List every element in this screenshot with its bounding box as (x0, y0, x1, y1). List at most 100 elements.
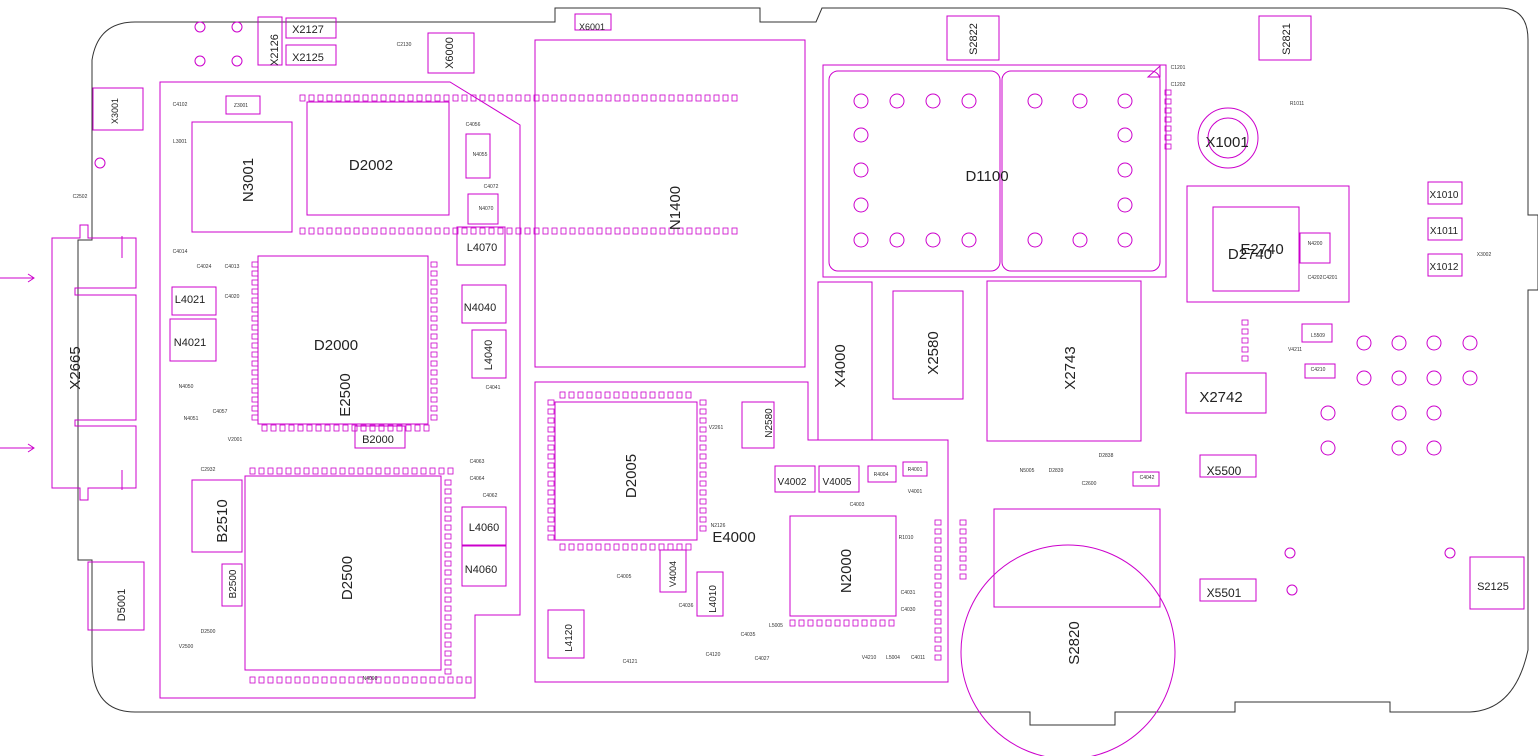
pad-right-d2500 (444, 542, 452, 549)
pad-left-d2000 (251, 324, 259, 331)
round-pad (1391, 370, 1407, 386)
arrow-left-upper (0, 273, 35, 283)
pad-bot-d2002 (560, 227, 567, 235)
pad-bot-d2002 (299, 227, 306, 235)
pad-bot-d2500 (438, 676, 445, 684)
label-v4005: V4005 (823, 477, 852, 488)
component-labels: X2126 X2127 X2125 X6000 X6001 S2822 S282… (67, 22, 1509, 665)
label-b2500: B2500 (228, 569, 239, 598)
label-s2125: S2125 (1477, 581, 1509, 593)
pad-bot-d2500 (339, 676, 346, 684)
outline-s2822 (946, 15, 1000, 61)
pad-right-n2000 (934, 564, 942, 571)
pad-top-d2002 (326, 94, 333, 102)
small-label: C4064 (470, 476, 485, 482)
pad-right-n2000 (934, 546, 942, 553)
small-label: N4200 (1308, 241, 1323, 247)
pad-bot-d2500 (285, 676, 292, 684)
outline-d2005 (554, 401, 698, 541)
pad-bot-d2000 (306, 424, 313, 432)
pad-col-960 (959, 555, 967, 562)
pad-col-1165 (1164, 125, 1172, 132)
pad-top-d2500 (285, 467, 292, 475)
label-d2740: D2740 (1228, 246, 1272, 263)
small-label: C2600 (1082, 481, 1097, 487)
pad-bot-d2002 (668, 227, 675, 235)
pad-top-d2500 (294, 467, 301, 475)
pad-right-d2000 (430, 378, 438, 385)
pad-bot-n2000 (861, 619, 868, 627)
pad-col-2742 (1241, 328, 1249, 335)
label-v4004: V4004 (668, 561, 678, 587)
pad-top-d2002 (344, 94, 351, 102)
label-n4040: N4040 (464, 302, 496, 314)
pad-bot-d2500 (393, 676, 400, 684)
pad-col-2742 (1241, 319, 1249, 326)
label-n4021: N4021 (174, 337, 206, 349)
pad-top-d2500 (384, 467, 391, 475)
pad-top-d2005 (622, 391, 629, 399)
pad-left-d2000 (251, 396, 259, 403)
small-label: C1202 (1171, 82, 1186, 88)
pad-bot-d2002 (632, 227, 639, 235)
small-label: C4036 (679, 603, 694, 609)
pad-bot-d2002 (533, 227, 540, 235)
pad-right-d2000 (430, 306, 438, 313)
pad-bot-n2000 (843, 619, 850, 627)
pad-right-d2000 (430, 360, 438, 367)
pad-top-d2002 (605, 94, 612, 102)
label-x6001: X6001 (579, 22, 605, 32)
outline-n4070 (467, 193, 499, 225)
small-label: C4121 (623, 659, 638, 665)
pad-right-d2500 (444, 569, 452, 576)
pad-bot-d2002 (398, 227, 405, 235)
pad-bot-d2002 (713, 227, 720, 235)
pad-bot-d2000 (378, 424, 385, 432)
pad-col-1165 (1164, 98, 1172, 105)
pad-bot-d2002 (470, 227, 477, 235)
round-pad (1117, 197, 1133, 213)
pad-bot-d2002 (452, 227, 459, 235)
pad-right-n2000 (934, 609, 942, 616)
pad-bot-d2000 (297, 424, 304, 432)
pad-right-n2000 (934, 627, 942, 634)
round-pad (925, 93, 941, 109)
pad-left-d2000 (251, 297, 259, 304)
pad-right-n2000 (934, 582, 942, 589)
small-label: C4202 (1308, 275, 1323, 281)
small-label: C4041 (486, 385, 501, 391)
pad-bot-d2000 (315, 424, 322, 432)
pad-bot-d2002 (587, 227, 594, 235)
pad-col-960 (959, 528, 967, 535)
pad-right-d2500 (444, 488, 452, 495)
label-b2000: B2000 (362, 434, 394, 446)
pad-top-d2500 (429, 467, 436, 475)
pad-right-d2500 (444, 524, 452, 531)
pad-top-d2002 (317, 94, 324, 102)
small-label: R4001 (908, 467, 923, 473)
label-l4060: L4060 (469, 522, 500, 534)
pad-bot-d2000 (342, 424, 349, 432)
pad-bot-d2500 (312, 676, 319, 684)
pad-bot-d2500 (447, 676, 454, 684)
label-x2665: X2665 (67, 346, 84, 389)
pad-top-d2002 (371, 94, 378, 102)
pad-top-d2002 (443, 94, 450, 102)
region-center (534, 381, 949, 683)
small-label: V2500 (179, 644, 194, 650)
pad-top-d2500 (267, 467, 274, 475)
pad-left-d2000 (251, 378, 259, 385)
pad-right-d2000 (430, 369, 438, 376)
pad-top-d2002 (569, 94, 576, 102)
small-label: V4210 (862, 655, 877, 661)
pad-top-d2500 (366, 467, 373, 475)
pad-top-d2002 (542, 94, 549, 102)
pad-right-d2000 (430, 288, 438, 295)
pad-top-d2002 (614, 94, 621, 102)
outline-x5501 (1199, 578, 1257, 602)
label-b2510: B2510 (214, 499, 231, 542)
pad-top-d2002 (695, 94, 702, 102)
pad-right-d2005 (699, 489, 707, 496)
pad-right-d2000 (430, 387, 438, 394)
